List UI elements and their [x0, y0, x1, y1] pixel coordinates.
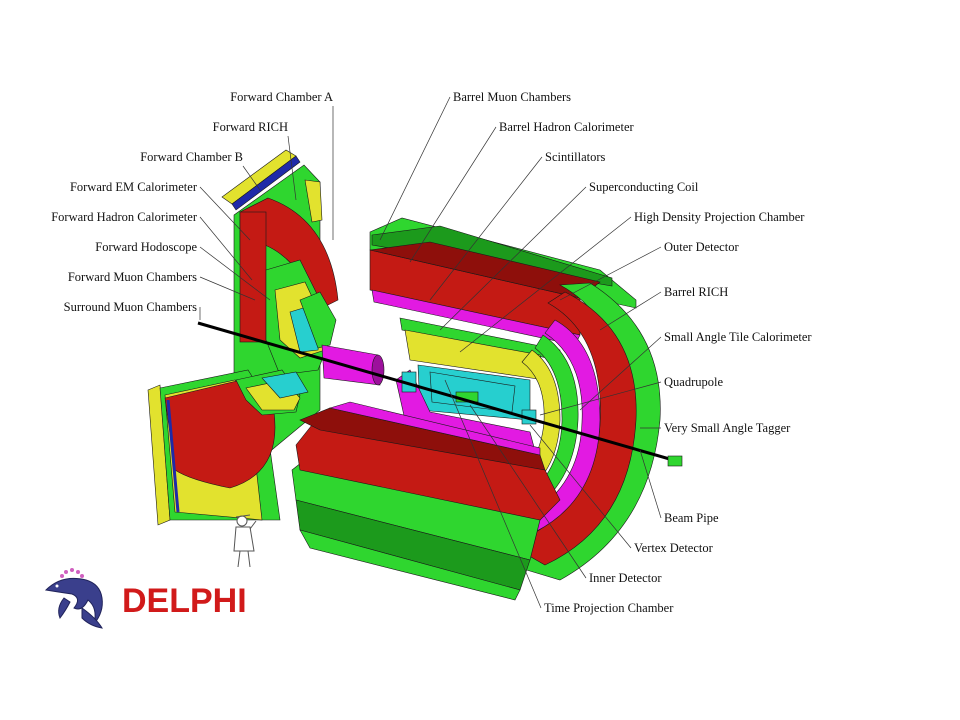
- forward-beam-tube-end: [371, 354, 385, 386]
- label-beam-pipe: Beam Pipe: [664, 511, 719, 525]
- label-outer-detector: Outer Detector: [664, 240, 739, 254]
- vsat-block: [667, 455, 683, 467]
- forward-lower-cyan: [261, 371, 309, 399]
- logo-text: DELPHI: [122, 582, 247, 620]
- label-superconducting-coil: Superconducting Coil: [589, 180, 699, 194]
- leader-line: [199, 216, 253, 281]
- forward-inner-green: [299, 291, 337, 349]
- leader-line: [459, 216, 632, 353]
- leader-line: [599, 291, 662, 331]
- label-very-small-angle-tagger: Very Small Angle Tagger: [664, 421, 791, 435]
- label-forward-hodoscope: Forward Hodoscope: [95, 240, 197, 254]
- label-high-density-projection-chamber: High Density Projection Chamber: [634, 210, 805, 224]
- forward-yellow-rim: [304, 179, 323, 223]
- label-forward-muon-chambers: Forward Muon Chambers: [68, 270, 197, 284]
- forward-blue-strip: [166, 399, 180, 513]
- label-forward-hadron-calorimeter: Forward Hadron Calorimeter: [51, 210, 198, 224]
- leader-line: [199, 276, 256, 301]
- forward-beam-tube: [321, 344, 381, 386]
- dolphin-logo-icon: [44, 568, 103, 629]
- human-scale-figure-icon: [233, 514, 257, 568]
- leader-line: [287, 135, 297, 201]
- forward-rich-plate: [231, 155, 301, 211]
- label-barrel-muon-chambers: Barrel Muon Chambers: [453, 90, 571, 104]
- label-barrel-rich: Barrel RICH: [664, 285, 728, 299]
- leader-line: [199, 186, 251, 241]
- leader-line: [559, 246, 662, 301]
- leader-line: [242, 165, 261, 191]
- leader-line: [429, 156, 543, 301]
- label-forward-chamber-a: Forward Chamber A: [230, 90, 333, 104]
- leader-line: [579, 336, 662, 411]
- barrel-hadron-top-face: [369, 241, 601, 299]
- leader-line: [444, 379, 542, 609]
- label-forward-chamber-b: Forward Chamber B: [140, 150, 243, 164]
- labels-left: Forward Chamber A Forward RICH Forward C…: [51, 90, 333, 314]
- label-quadrupole: Quadrupole: [664, 375, 723, 389]
- barrel-front-red-face: [299, 407, 546, 471]
- label-surround-muon-chambers: Surround Muon Chambers: [64, 300, 197, 314]
- beam-pipe: [197, 321, 681, 464]
- label-time-projection-chamber: Time Projection Chamber: [544, 601, 674, 615]
- leader-line: [529, 424, 632, 549]
- leader-lines: [199, 96, 662, 609]
- barrel-front-green-3: [299, 529, 521, 601]
- leader-line: [199, 246, 271, 301]
- label-small-angle-tile-calorimeter: Small Angle Tile Calorimeter: [664, 330, 812, 344]
- label-inner-detector: Inner Detector: [589, 571, 662, 585]
- leader-line: [409, 126, 497, 263]
- labels-right: Barrel Muon Chambers Barrel Hadron Calor…: [453, 90, 812, 615]
- leader-line: [539, 381, 662, 416]
- forward-hadron-block: [239, 211, 267, 343]
- leader-line: [439, 186, 587, 331]
- label-barrel-hadron-calorimeter: Barrel Hadron Calorimeter: [499, 120, 635, 134]
- leader-line: [639, 449, 662, 519]
- leader-line: [379, 96, 451, 241]
- label-scintillators: Scintillators: [545, 150, 606, 164]
- barrel: [291, 217, 661, 601]
- label-forward-rich: Forward RICH: [213, 120, 288, 134]
- label-vertex-detector: Vertex Detector: [634, 541, 714, 555]
- leader-line: [469, 404, 587, 579]
- label-forward-em-calorimeter: Forward EM Calorimeter: [70, 180, 198, 194]
